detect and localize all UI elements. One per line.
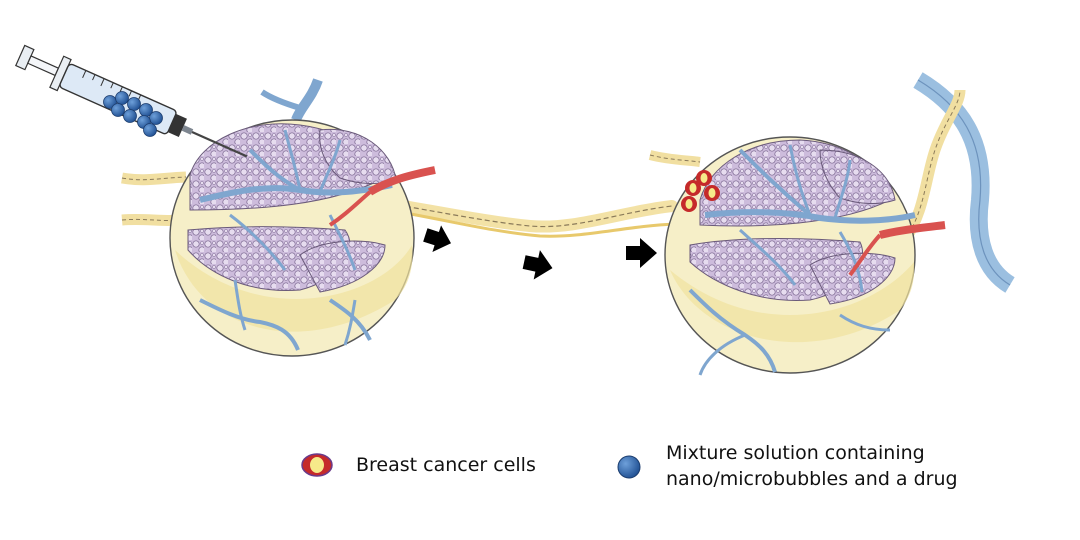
legend-cancer-label: Breast cancer cells [356, 454, 536, 476]
flow-arrow-icon [626, 238, 657, 268]
breast-cancer-cell-icon [300, 452, 334, 478]
lymph-node-right [648, 72, 1016, 376]
lymph-node-left [121, 78, 436, 357]
breast-cancer-cell-icon [681, 196, 697, 212]
nanobubble-icon [612, 454, 646, 480]
breast-cancer-cell-icon [704, 185, 720, 201]
legend-bubble: Mixture solution containing nano/microbu… [612, 440, 958, 492]
legend-cancer: Breast cancer cells [300, 452, 536, 478]
flow-arrow-icon [522, 250, 553, 280]
nanobubble-cluster [103, 91, 163, 137]
flow-arrow-icon [423, 225, 452, 252]
breast-cancer-cell-icon [685, 180, 701, 196]
breast-cancer-cell-cluster [681, 170, 720, 212]
legend-bubble-label: Mixture solution containing nano/microbu… [666, 442, 958, 490]
breast-cancer-cell-icon [696, 170, 712, 186]
lymphatic-vessel [392, 199, 678, 238]
